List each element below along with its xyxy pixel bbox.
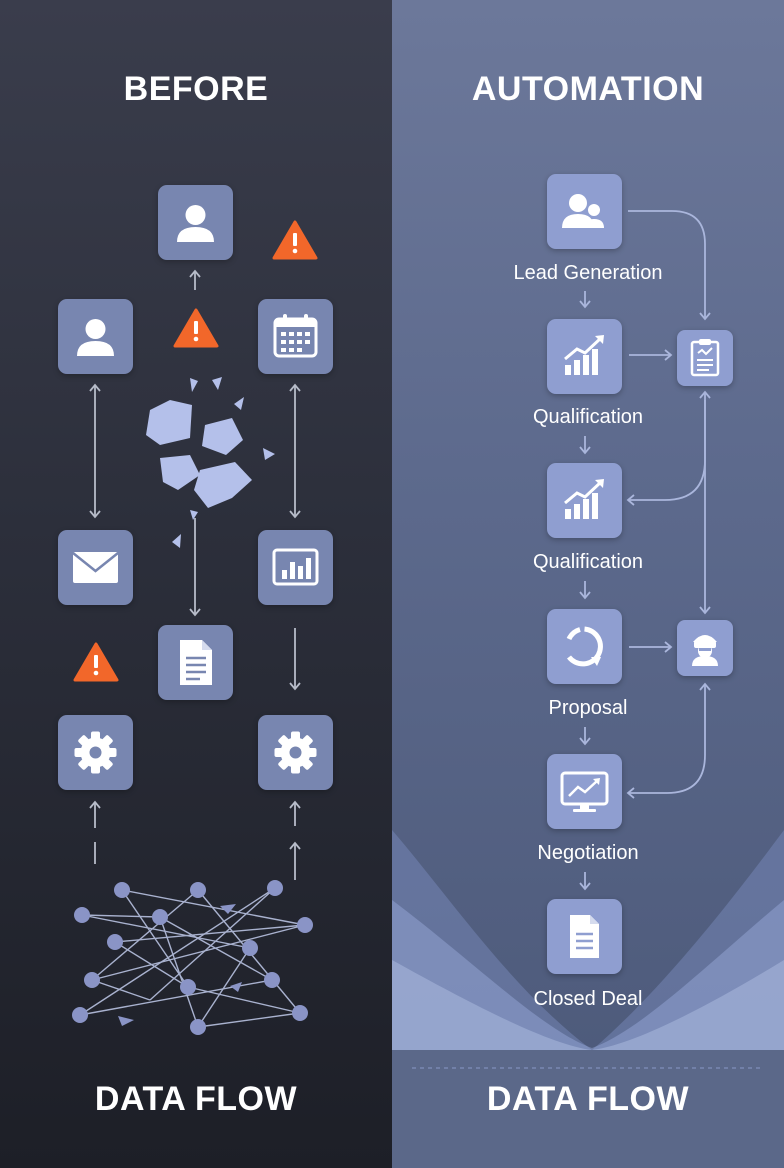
automation-panel: AUTOMATION: [392, 0, 784, 1168]
stage-label-qualification-2: Qualification: [532, 551, 644, 573]
before-title: BEFORE: [123, 70, 269, 108]
gear-icon: [74, 731, 117, 774]
contact-tile: [58, 299, 133, 374]
calendar-tile: [258, 299, 333, 374]
report-tile: [258, 530, 333, 605]
checklist-icon: [690, 339, 720, 377]
warning-icon: [173, 308, 219, 348]
gear-icon: [274, 731, 317, 774]
checklist-tile: [677, 330, 733, 386]
automation-title: AUTOMATION: [471, 70, 705, 108]
mail-tile: [58, 530, 133, 605]
stage-label-qualification-1: Qualification: [532, 406, 644, 428]
qualification-tile-2: [547, 463, 622, 538]
warning-icon: [73, 642, 119, 682]
stage-label-lead-generation: Lead Generation: [513, 262, 663, 284]
calendar-icon: [273, 314, 318, 358]
lead-generation-tile: [547, 174, 622, 249]
stage-label-closed-deal: Closed Deal: [533, 988, 643, 1010]
document-icon: [180, 640, 212, 685]
growth-chart-icon: [564, 335, 604, 375]
settings-tile-left: [58, 715, 133, 790]
user-tile: [158, 185, 233, 260]
warning-icon: [272, 220, 318, 260]
user-icon: [177, 205, 214, 242]
agent-icon: [692, 635, 718, 666]
monitor-chart-icon: [560, 771, 609, 812]
document-icon: [570, 915, 599, 958]
settings-tile-right: [258, 715, 333, 790]
negotiation-tile: [547, 754, 622, 829]
users-icon: [562, 194, 604, 228]
stage-label-proposal: Proposal: [548, 697, 628, 719]
before-panel: BEFORE: [0, 0, 392, 1168]
agent-tile: [677, 620, 733, 676]
mail-icon: [72, 552, 119, 583]
stage-label-negotiation: Negotiation: [537, 842, 639, 864]
proposal-tile: [547, 609, 622, 684]
cycle-icon: [566, 626, 603, 667]
document-tile: [158, 625, 233, 700]
bar-chart-icon: [272, 548, 319, 586]
before-footer: DATA FLOW: [94, 1080, 298, 1118]
closed-deal-tile: [547, 899, 622, 974]
qualification-tile-1: [547, 319, 622, 394]
user-icon: [77, 319, 114, 356]
automation-footer: DATA FLOW: [486, 1080, 690, 1118]
growth-chart-icon: [564, 479, 604, 519]
